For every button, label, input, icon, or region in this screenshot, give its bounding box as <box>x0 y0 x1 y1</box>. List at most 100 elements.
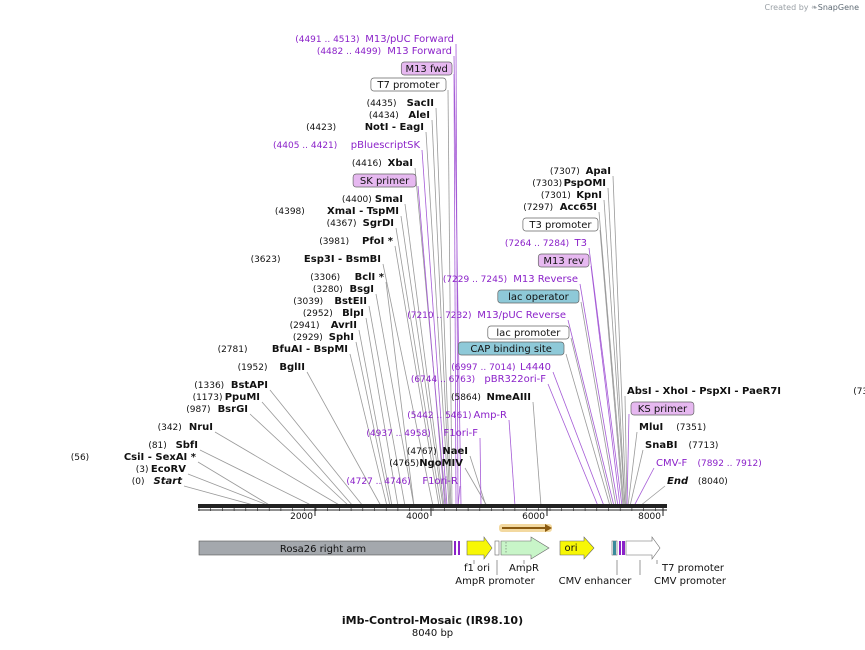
leader-line <box>358 329 393 507</box>
leader-line <box>479 437 482 507</box>
site-label-position: (7713) <box>689 441 719 451</box>
label-absi-xhoi-pspxi-paer7i: AbsI - XhoI - PspXI - PaeR7I(7312) <box>627 386 865 397</box>
site-label-name: XbaI <box>388 158 413 169</box>
label-end: End(8040) <box>667 476 728 487</box>
label-ks-primer: KS primer <box>630 401 695 416</box>
site-label-position: (7303) <box>532 179 562 189</box>
site-label-name: SbfI <box>176 440 198 451</box>
label-pbluescriptsk: pBluescriptSK(4405 .. 4421) <box>273 140 420 151</box>
site-label-name: SK primer <box>360 176 410 187</box>
site-label-name: F1ori-F <box>444 428 479 439</box>
leader-line <box>431 119 451 507</box>
label-start: Start(0) <box>132 476 183 487</box>
site-label-name: PspOMI <box>564 178 606 189</box>
site-label-position: (7210 .. 7232) <box>407 311 471 321</box>
label-m13-rev: M13 rev <box>537 253 590 268</box>
label-cmv-f: CMV-F(7892 .. 7912) <box>656 458 762 469</box>
site-label-name: T3 <box>574 238 587 249</box>
site-label-name: Esp3I - BsmBI <box>304 254 381 265</box>
label-f1ori-f: F1ori-F (4937 .. 4958) <box>366 428 478 439</box>
leader-line <box>612 175 627 507</box>
site-label-position: (7264 .. 7284) <box>505 239 569 249</box>
site-label-name: AleI <box>408 110 430 121</box>
site-label-position: (4367) <box>327 219 357 229</box>
feature-promoter-small <box>494 540 500 556</box>
label-m13-reverse: M13 Reverse (7229 .. 7245) <box>443 274 578 285</box>
leader-line <box>624 395 628 507</box>
feature-t7-promoter-label: T7 promoter <box>661 563 725 574</box>
leader-line <box>455 43 459 507</box>
site-label-name: SacII <box>407 98 434 109</box>
leader-line <box>580 301 617 507</box>
label-xbai: XbaI(4416) <box>352 158 413 169</box>
leader-line <box>532 401 542 507</box>
label-esp3i-bsmbi: Esp3I - BsmBI(3623) <box>251 254 381 265</box>
leader-line <box>349 353 388 507</box>
site-label-position: (3280) <box>313 285 343 295</box>
site-label-name: NruI <box>189 422 213 433</box>
leader-line <box>214 431 342 507</box>
site-label-name: lac operator <box>508 292 569 303</box>
site-label-position: (6997 .. 7014) <box>451 363 515 373</box>
site-label-name: MluI <box>639 422 663 433</box>
site-label-position: (4937 .. 4958) <box>366 429 430 439</box>
site-label-name: End <box>667 476 689 487</box>
leader-line <box>598 211 625 507</box>
site-label-name: XmaI - TspMI <box>327 206 399 217</box>
label-pspomi: PspOMI(7303) <box>532 178 606 189</box>
label-ngomiv: NgoMIV(4765) <box>389 458 463 469</box>
label-avrii: AvrII(2941) <box>290 320 357 331</box>
leader-line <box>447 89 453 507</box>
site-label-name: EcoRV <box>151 464 186 475</box>
leader-line <box>607 187 626 507</box>
site-label-position: (4765) <box>389 459 419 469</box>
label-nrui: NruI(342) <box>158 422 213 433</box>
label-nmeaiii: NmeAIII(5864) <box>451 392 531 403</box>
site-label-name: NaeI <box>442 446 468 457</box>
site-label-position: (6744 .. 6763) <box>411 375 475 385</box>
label-lac-operator: lac operator <box>497 289 580 304</box>
label-apai: ApaI(7307) <box>550 166 611 177</box>
label-t7-promoter: T7 promoter <box>370 77 447 92</box>
label-box <box>487 325 570 340</box>
feature-purple-mark <box>454 541 456 555</box>
site-label-position: (987) <box>186 405 210 415</box>
leader-line <box>590 265 621 507</box>
axis-tick-label: 6000 <box>522 512 545 522</box>
leader-line <box>404 203 445 507</box>
site-label-position: (4491 .. 4513) <box>295 35 359 45</box>
map-title: iMb-Control-Mosaic (IR98.10) <box>341 614 524 627</box>
site-label-name: Amp-R <box>474 410 508 421</box>
leader-line <box>464 467 488 507</box>
site-label-name: M13 Reverse <box>513 274 578 285</box>
label-snabi: SnaBI(7713) <box>645 440 718 451</box>
leader-line <box>385 281 415 507</box>
site-label-name: M13 Forward <box>387 46 452 57</box>
site-label-name: CsiI - SexAI * <box>124 452 197 463</box>
feature-rosa26-arm-label: Rosa26 right arm <box>280 544 366 555</box>
site-label-name: lac promoter <box>496 328 561 339</box>
site-label-position: (4400) <box>342 195 372 205</box>
credit-prefix: Created by <box>764 3 809 12</box>
label-l4440: L4440(6997 .. 7014) <box>451 362 551 373</box>
leader-line <box>457 485 461 507</box>
leader-line <box>365 317 399 507</box>
feature-ori-label: ori <box>564 543 577 554</box>
site-label-name: M13/pUC Forward <box>365 34 454 45</box>
site-label-position: (3039) <box>293 297 323 307</box>
leader-line <box>183 485 258 507</box>
feature-track: Rosa26 right arm ori f1 ori AmpR A <box>198 524 727 587</box>
site-label-position: (7229 .. 7245) <box>443 275 507 285</box>
label-alei: AleI(4434) <box>369 110 430 121</box>
label-sk-primer: SK primer <box>352 173 417 188</box>
site-label-name: M13 fwd <box>405 64 447 75</box>
site-label-name: BfuAI - BspMI <box>272 344 348 355</box>
leader-line <box>567 319 615 507</box>
axis-tick-label: 2000 <box>290 512 313 522</box>
feature-cmv-promoter-label: CMV promoter <box>654 576 727 587</box>
site-label-name: T3 promoter <box>528 220 592 231</box>
site-label-name: M13/pUC Reverse <box>477 310 566 321</box>
label-mlui: MluI(7351) <box>639 422 706 433</box>
label-box <box>497 289 580 304</box>
